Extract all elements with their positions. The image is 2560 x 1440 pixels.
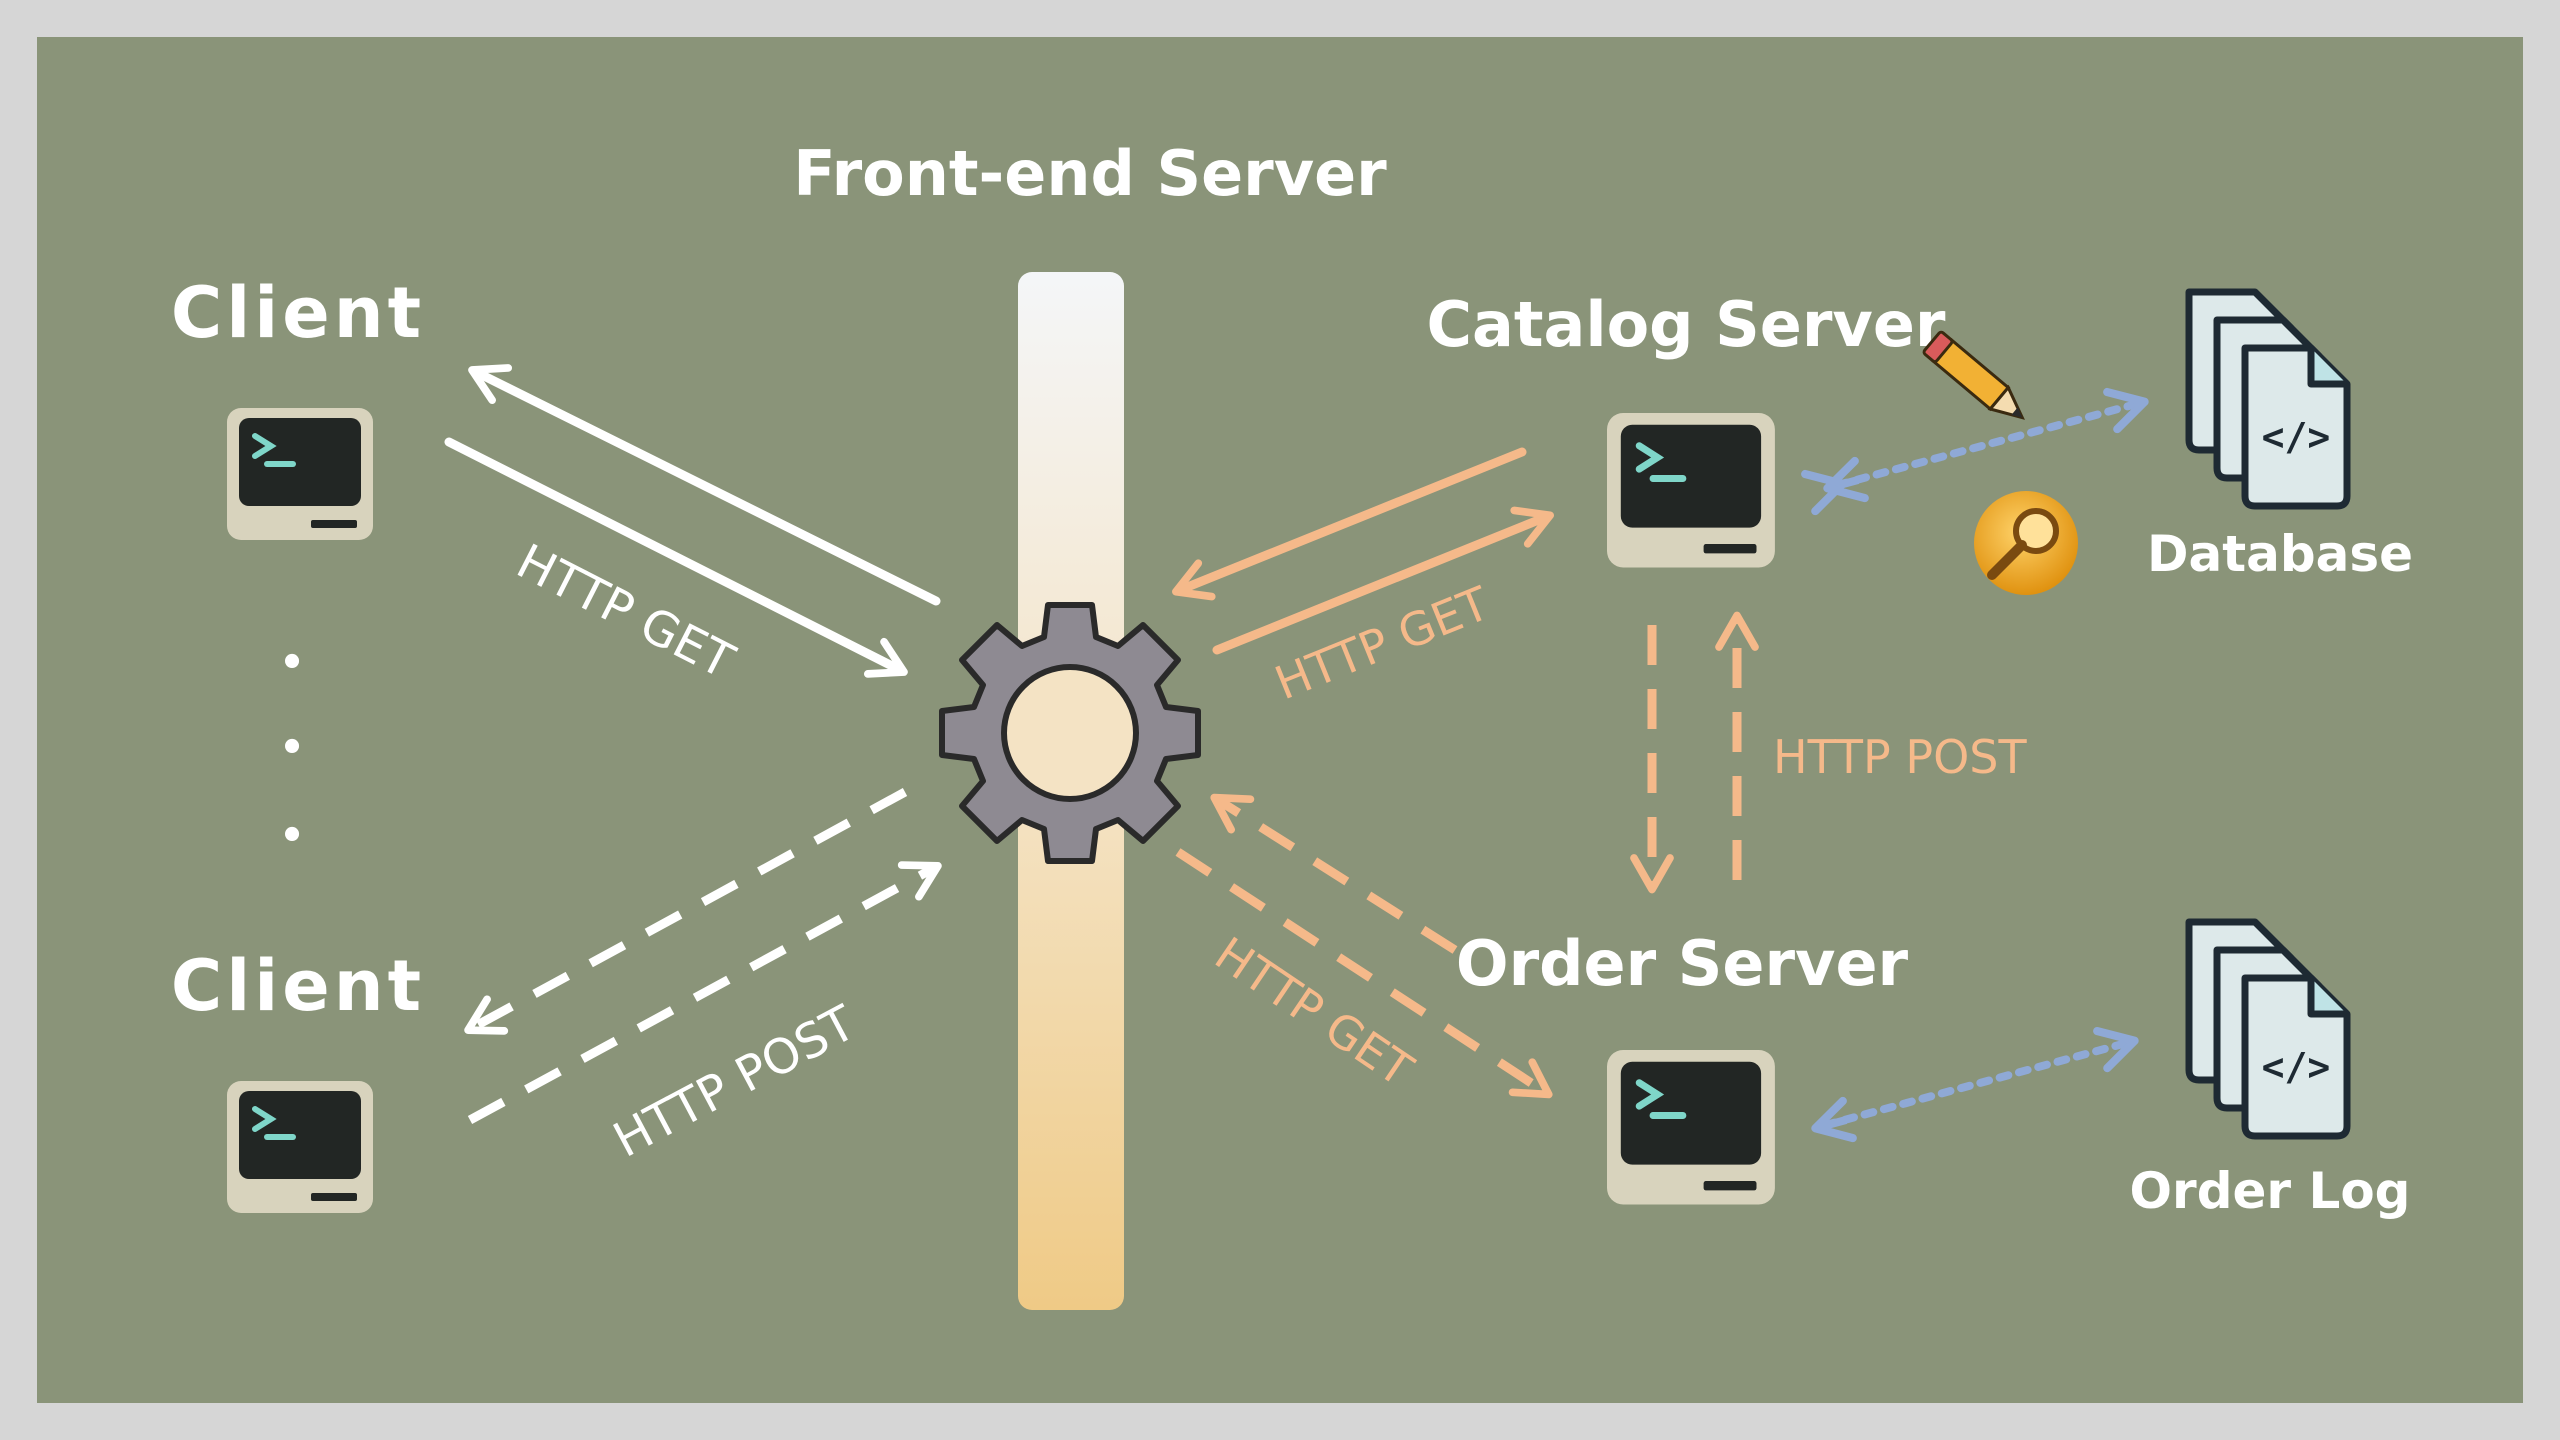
order-server-title: Order Server	[1456, 927, 1909, 1000]
arrow-catalog-database	[1801, 387, 2149, 516]
arrow-client-to-frontend-post	[467, 861, 942, 1124]
diagram-background	[37, 37, 2523, 1403]
file-code-icon: </>	[2189, 292, 2347, 506]
client-bottom-title: Client	[171, 945, 425, 1027]
file-code-icon: </>	[2189, 922, 2347, 1136]
svg-text:</>: </>	[2262, 415, 2331, 459]
arrow-catalog-to-frontend	[1172, 447, 1527, 601]
arrow-order-to-frontend	[1210, 793, 1458, 954]
gear-icon	[939, 602, 1201, 864]
arrow-frontend-to-client-post	[464, 788, 908, 1035]
arrow-frontend-to-order	[1175, 848, 1553, 1099]
database-title: Database	[2147, 525, 2413, 583]
order-log-title: Order Log	[2130, 1162, 2411, 1220]
ellipsis-dot: •	[279, 725, 305, 771]
ellipsis-dot: •	[279, 640, 305, 686]
frontend-server-title: Front-end Server	[793, 137, 1387, 210]
edge-label-catalog-order-post: HTTP POST	[1773, 730, 2027, 784]
arrow-client-to-frontend	[444, 437, 908, 678]
magnifier-icon	[1974, 491, 2078, 595]
client-top-title: Client	[171, 272, 425, 354]
arrow-frontend-to-client	[468, 364, 941, 606]
ellipsis-dot: •	[279, 813, 305, 859]
arrow-database-catalog-head	[1823, 456, 1869, 503]
catalog-server-title: Catalog Server	[1427, 288, 1946, 361]
arrow-orderlog-order-head	[1811, 1096, 1857, 1143]
arrow-frontend-to-catalog	[1212, 506, 1554, 655]
arrow-order-orderlog	[1822, 1026, 2139, 1129]
svg-text:</>: </>	[2262, 1045, 2331, 1089]
